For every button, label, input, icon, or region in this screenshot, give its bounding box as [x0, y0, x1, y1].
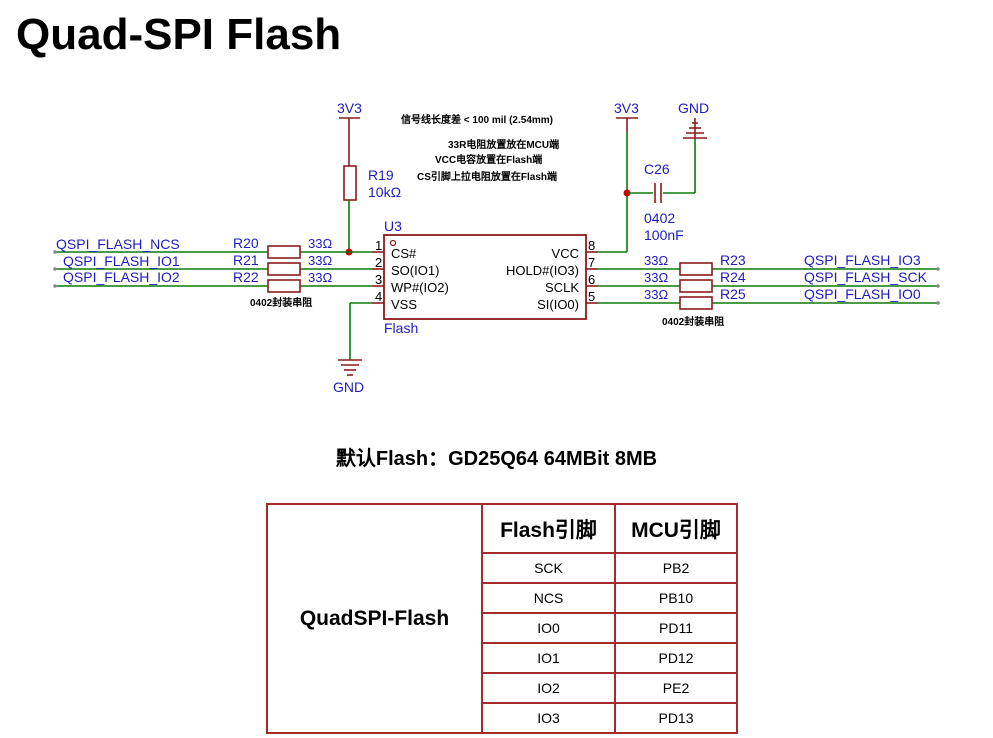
chip-ref: U3 [384, 218, 402, 234]
capacitor-ref: C26 [644, 161, 670, 177]
svg-text:R24: R24 [720, 269, 746, 285]
capacitor-c26: C26 0402 100nF [644, 161, 684, 243]
pin-number: 7 [588, 255, 595, 270]
chip-u3: U3 Flash 1 2 3 4 CS# SO(IO1) WP#(IO2) VS… [372, 218, 598, 336]
table-header-row: QuadSPI-Flash Flash引脚 MCU引脚 [266, 503, 738, 734]
resistor-r19: R19 10kΩ [343, 165, 401, 201]
net-label-sck: QSPI_FLASH_SCK [804, 269, 928, 285]
pin-name: WP#(IO2) [391, 280, 449, 295]
table-header-mcu-pin: MCU引脚 [614, 503, 738, 554]
table-group-label: QuadSPI-Flash [266, 503, 483, 734]
resistor-r20: R20 33Ω [233, 235, 332, 259]
svg-text:R21: R21 [233, 252, 259, 268]
mcu-pin-cell: PD11 [614, 612, 738, 644]
capacitor-value: 100nF [644, 227, 684, 243]
flash-pin-cell: IO2 [481, 672, 616, 704]
pin-name: SCLK [545, 280, 579, 295]
schematic-diagram: 3V3 R19 10kΩ 信号线长度差 < 100 mil (2.54mm) 3… [53, 100, 940, 395]
resistor-r25: 33Ω R25 [644, 286, 746, 310]
mcu-pin-cell: PB10 [614, 582, 738, 614]
pin-number: 4 [375, 289, 382, 304]
svg-text:33Ω: 33Ω [644, 253, 668, 268]
svg-text:33Ω: 33Ω [308, 270, 332, 285]
mcu-pin-cell: PB2 [614, 552, 738, 584]
svg-text:33Ω: 33Ω [644, 270, 668, 285]
table-header-flash-pin: Flash引脚 [481, 503, 616, 554]
svg-text:QSPI_FLASH_IO0: QSPI_FLASH_IO0 [804, 286, 921, 302]
pin-number: 5 [588, 289, 595, 304]
net-label-io3: QSPI_FLASH_IO3 [804, 252, 921, 268]
pin-name: SI(IO0) [537, 297, 579, 312]
svg-text:R20: R20 [233, 235, 259, 251]
flash-pin-cell: IO1 [481, 642, 616, 674]
pin-name: CS# [391, 246, 417, 261]
pin-number: 6 [588, 272, 595, 287]
svg-text:33Ω: 33Ω [644, 287, 668, 302]
svg-text:33Ω: 33Ω [308, 236, 332, 251]
power-3v3-right: 3V3 [614, 100, 639, 132]
power-label: 3V3 [337, 100, 362, 116]
svg-text:33Ω: 33Ω [308, 253, 332, 268]
svg-text:R22: R22 [233, 269, 259, 285]
pin-name: VSS [391, 297, 417, 312]
flash-pin-cell: SCK [481, 552, 616, 584]
mcu-pin-cell: PE2 [614, 672, 738, 704]
page-title: Quad-SPI Flash [16, 10, 342, 59]
gnd-symbol-top: GND [678, 100, 709, 139]
flash-default-subtitle: 默认Flash：GD25Q64 64MBit 8MB [335, 448, 658, 470]
resistor-r23: 33Ω R23 [644, 252, 746, 276]
net-label-ncs: QSPI_FLASH_NCS [56, 236, 180, 252]
chip-name: Flash [384, 320, 418, 336]
flash-pin-cell: NCS [481, 582, 616, 614]
capacitor-package: 0402 [644, 210, 675, 226]
flash-pin-cell: IO3 [481, 702, 616, 734]
net-label-io0: QSPI_FLASH_IO0 [804, 286, 921, 302]
svg-text:QSPI_FLASH_NCS: QSPI_FLASH_NCS [56, 236, 180, 252]
gnd-symbol-bottom: GND [333, 359, 364, 395]
svg-text:R25: R25 [720, 286, 746, 302]
svg-text:QSPI_FLASH_IO3: QSPI_FLASH_IO3 [804, 252, 921, 268]
pin-name: SO(IO1) [391, 263, 439, 278]
power-label: GND [333, 379, 364, 395]
power-label: 3V3 [614, 100, 639, 116]
note-text: 0402封装串阻 [662, 315, 724, 328]
note-text: VCC电容放置在Flash端 [435, 153, 542, 166]
svg-text:QSPI_FLASH_SCK: QSPI_FLASH_SCK [804, 269, 928, 285]
net-label-io2: QSPI_FLASH_IO2 [63, 269, 180, 285]
mcu-pin-cell: PD13 [614, 702, 738, 734]
power-3v3-left: 3V3 [337, 100, 362, 166]
flash-pin-cell: IO0 [481, 612, 616, 644]
resistor-r21: R21 33Ω [233, 252, 332, 276]
power-label: GND [678, 100, 709, 116]
note-text: CS引脚上拉电阻放置在Flash端 [417, 170, 557, 183]
resistor-value: 10kΩ [368, 184, 401, 200]
note-text: 0402封装串阻 [250, 296, 312, 309]
pin-name: VCC [552, 246, 579, 261]
mcu-pin-cell: PD12 [614, 642, 738, 674]
resistor-ref: R19 [368, 167, 394, 183]
note-text: 信号线长度差 < 100 mil (2.54mm) [401, 113, 553, 126]
note-text: 33R电阻放置放在MCU端 [448, 138, 559, 151]
svg-text:R23: R23 [720, 252, 746, 268]
pin-number: 3 [375, 272, 382, 287]
svg-text:QSPI_FLASH_IO2: QSPI_FLASH_IO2 [63, 269, 180, 285]
pin-number: 8 [588, 238, 595, 253]
pin-number: 2 [375, 255, 382, 270]
resistor-r22: R22 33Ω [233, 269, 332, 293]
svg-text:QSPI_FLASH_IO1: QSPI_FLASH_IO1 [63, 253, 180, 269]
net-label-io1: QSPI_FLASH_IO1 [63, 253, 180, 269]
pin-number: 1 [375, 238, 382, 253]
resistor-r24: 33Ω R24 [644, 269, 746, 293]
pin-name: HOLD#(IO3) [506, 263, 579, 278]
